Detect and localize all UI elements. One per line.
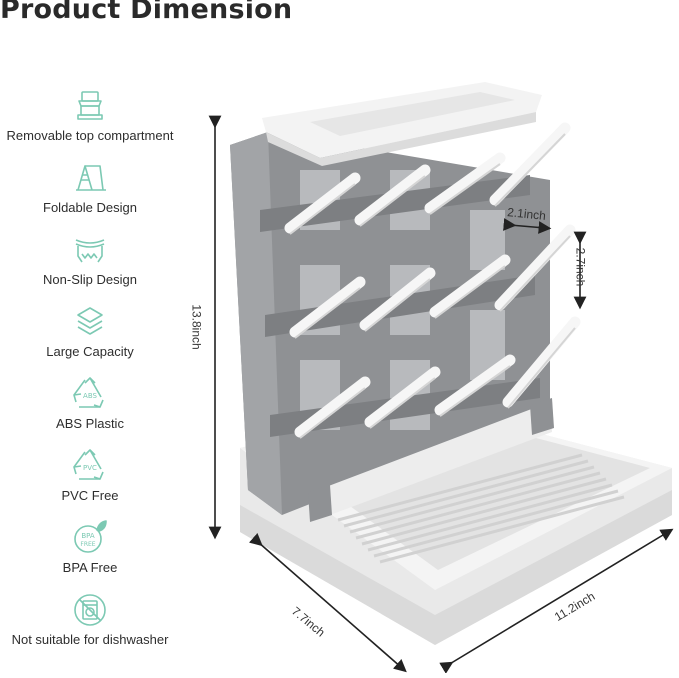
pvc-badge: PVC <box>83 464 97 472</box>
feature-item: PVC PVC Free <box>0 446 180 518</box>
dimension-arrows <box>208 115 674 673</box>
stacked-layers-icon <box>70 302 110 342</box>
pvc-recycle-icon: PVC <box>70 446 110 486</box>
feature-item: Non-Slip Design <box>0 230 180 302</box>
feature-item: Not suitable for dishwasher <box>0 590 180 662</box>
bpa-free-leaf-icon: BPA FREE <box>70 518 110 558</box>
drying-rack-illustration <box>230 82 672 645</box>
feature-label: PVC Free <box>61 488 119 503</box>
height-dimension-label: 13.8inch <box>189 304 204 350</box>
abs-recycle-icon: ABS <box>70 374 110 414</box>
feature-item: Large Capacity <box>0 302 180 374</box>
feature-label: Not suitable for dishwasher <box>11 632 169 647</box>
feature-item: Removable top compartment <box>0 86 180 158</box>
no-dishwasher-icon <box>70 590 110 630</box>
feature-item: BPA FREE BPA Free <box>0 518 180 590</box>
non-slip-base-icon <box>70 230 110 270</box>
tray-stand-icon <box>70 86 110 126</box>
peg-spacing-vertical-label: 2.7inch <box>573 247 588 287</box>
feature-label: ABS Plastic <box>56 416 124 431</box>
bpa-badge-top: BPA <box>81 532 95 540</box>
feature-item: ABS ABS Plastic <box>0 374 180 446</box>
foldable-stand-icon <box>70 158 110 198</box>
product-image: 13.8inch 7.7inch 11.2inch 2.1inch 2.7inc… <box>190 60 679 673</box>
bpa-badge-bottom: FREE <box>80 541 95 548</box>
feature-label: Removable top compartment <box>6 128 174 143</box>
feature-label: BPA Free <box>62 560 118 575</box>
abs-badge: ABS <box>83 392 97 400</box>
feature-label: Large Capacity <box>46 344 134 359</box>
feature-label: Foldable Design <box>43 200 137 215</box>
feature-label: Non-Slip Design <box>43 272 137 287</box>
page-title: Product Dimension <box>0 0 293 25</box>
feature-item: Foldable Design <box>0 158 180 230</box>
